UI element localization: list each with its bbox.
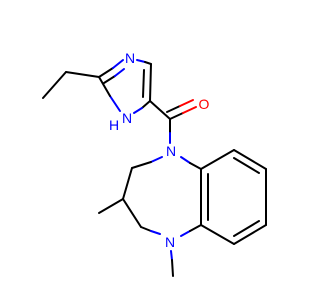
bond-bz-5-6-double [233, 157, 260, 174]
bond-c5-carbonyl [149, 100, 171, 120]
bond-chme-ch2-lower [122, 198, 142, 228]
bond-c2-n3-double-b [114, 68, 125, 77]
atom-nh-imidazole: N [122, 110, 132, 126]
bond-bz-3-4-double [233, 220, 260, 237]
bond-namide-ch2-b [131, 161, 152, 169]
bond-c4-c5 [149, 63, 152, 102]
bond-namide-bz-a [180, 156, 191, 164]
bond-ch2-chme [122, 167, 133, 200]
bond-ch2-nmethyl-a [140, 226, 152, 232]
bond-n1-c2-b [98, 76, 111, 97]
atom-n-methyl: N [165, 234, 175, 250]
bond-n3-c4-a [136, 59, 146, 63]
bond-c2-n3-b [112, 59, 124, 69]
bond-chme-methyl [98, 198, 124, 214]
bond-bz-3-4 [233, 224, 267, 245]
bond-nmethyl-bz-b [189, 224, 202, 232]
bond-n3-c4-b [144, 61, 152, 65]
bond-ethyl-ch3-ch2 [42, 71, 67, 99]
bond-c-o-double-a [166, 105, 181, 113]
bond-bz-6-1 [200, 149, 235, 170]
atom-o-carbonyl: O [199, 96, 210, 112]
bond-c2-n3-double-a [103, 75, 116, 84]
bond-n1-c2-a [109, 95, 121, 112]
bond-bz-2-3 [200, 224, 235, 245]
bond-c5-n1-b [133, 107, 143, 114]
bond-ch2-nmethyl-b [150, 230, 161, 235]
molecule-canvas: N N H O N N [42, 50, 267, 277]
bond-c-o-b [182, 106, 197, 114]
bond-c-o-a [169, 112, 184, 120]
bond-nmethyl-bz-a [180, 230, 191, 237]
bond-c2-n3-a [98, 67, 114, 78]
bond-namide-ch2-a [150, 156, 163, 163]
bond-bz-5-6 [233, 149, 267, 170]
molecule-diagram: N N H O N N [42, 50, 267, 277]
atom-n-amide: N [166, 143, 176, 159]
atom-nh-hydrogen: H [109, 117, 119, 133]
atom-n-imidazole-top: N [125, 50, 135, 66]
bond-ethyl-ch2-c2 [65, 71, 100, 78]
bond-c5-n1-a [141, 100, 151, 109]
bond-namide-bz-b [189, 162, 202, 170]
bond-nmethyl-ch3-b [171, 259, 174, 277]
bond-c4-c5-double [142, 69, 145, 98]
bond-c-o-double-b [179, 99, 194, 107]
bond-nmethyl-ch3-a [170, 250, 173, 261]
